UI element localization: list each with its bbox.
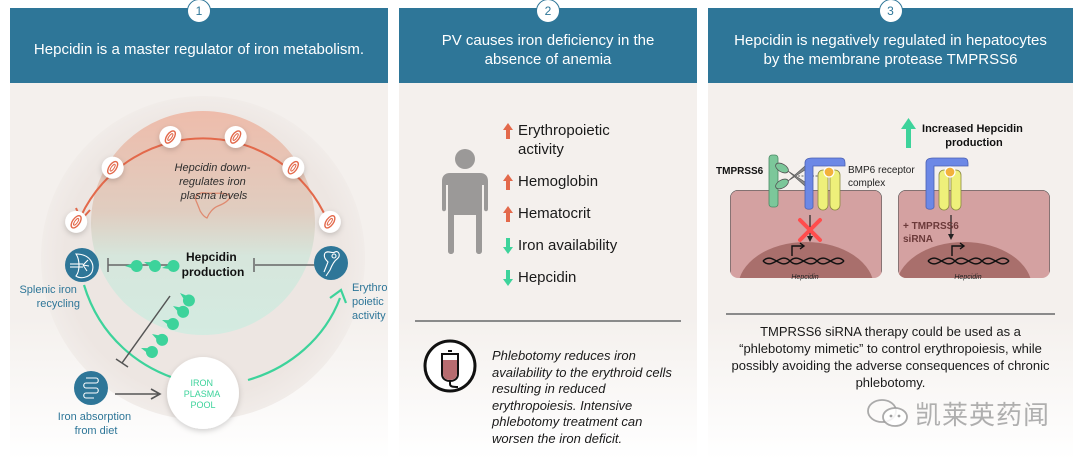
arrow-down-icon	[503, 238, 513, 254]
condition-label: Erythropoietic activity	[518, 122, 610, 158]
arrow-up-icon	[503, 206, 513, 222]
sirna-label: + TMPRSS6 siRNA	[903, 221, 962, 245]
step-badge: 3	[878, 0, 903, 23]
step-badge: 1	[187, 0, 211, 23]
hepcidin-molecule-icon	[125, 260, 143, 272]
erythropoietic-label: Erythro- poietic activity	[352, 282, 388, 322]
bmp6-receptor-blue	[925, 157, 969, 210]
center-note: Hepcidin down- regulates iron plasma lev…	[175, 162, 254, 202]
hepcidin-molecule-icon	[162, 318, 179, 330]
bone-marrow-icon	[323, 251, 340, 277]
watermark: 凯莱英药闻	[865, 395, 1050, 432]
hepcidin-molecule-icon	[180, 293, 195, 307]
condition-item: Hematocrit	[501, 204, 628, 223]
hepatocyte-with-sirna: Hepcidin + TMPRSS6 siRNA	[898, 157, 1050, 281]
inhibition-line-intestine	[121, 295, 171, 364]
hepcidin-production-label: Hepcidin production	[182, 250, 245, 279]
person-icon	[442, 149, 488, 254]
intestine-label: Iron absorption from diet	[58, 411, 134, 437]
green-arrowhead-icon	[329, 288, 348, 304]
blocked-x-icon	[798, 218, 822, 242]
dna-icon	[762, 242, 845, 265]
increase-arrow-icon	[901, 118, 916, 148]
nucleus	[898, 242, 1032, 278]
panel-tmprss6-regulation: Hepcidin is negatively regulated in hepa…	[708, 0, 1073, 460]
blood-bag-icon	[423, 339, 477, 393]
wechat-icon	[867, 398, 908, 427]
arrow-up-icon	[503, 174, 513, 190]
phlebotomy-note: Phlebotomy reduces iron availability to …	[492, 348, 672, 446]
arrow-up-icon	[503, 123, 513, 139]
tmprss6-diagram: Hepcidin TMPRSS6 BMP6 receptor complex	[716, 118, 1050, 281]
nucleus	[738, 242, 874, 278]
red-blood-cell-icon	[65, 210, 88, 233]
red-blood-cell-icon	[318, 210, 341, 233]
hepatocyte-without-sirna: Hepcidin	[730, 154, 882, 281]
panel-hepcidin-master-regulator: Hepcidin is a master regulator of iron m…	[10, 0, 388, 460]
panel-title: Hepcidin is negatively regulated in hepa…	[734, 31, 1047, 68]
condition-item: Hepcidin	[501, 268, 628, 287]
panel-pv-iron-deficiency: PV causes iron deficiency in the absence…	[399, 0, 697, 460]
condition-label: Hemoglobin	[518, 173, 599, 190]
hepcidin-molecule-icon	[173, 305, 190, 318]
red-blood-cell-icon	[159, 126, 182, 149]
red-blood-cell-icon	[282, 156, 305, 179]
condition-item: Hemoglobin	[501, 172, 628, 191]
bmp6-receptor-label: BMP6 receptor complex	[848, 165, 917, 189]
liver-icon	[194, 192, 231, 219]
step-badge: 2	[536, 0, 560, 23]
bmp6-receptor-blue	[804, 157, 846, 210]
red-cell-arc	[80, 137, 332, 231]
condition-label: Iron availability	[518, 237, 618, 254]
iron-plasma-pool: IRON PLASMA POOL	[167, 357, 239, 429]
inner-disc	[91, 111, 315, 335]
condition-item: Iron availability	[501, 236, 628, 255]
red-blood-cells	[65, 126, 341, 233]
scissors-icon	[775, 162, 809, 190]
gene-label: Hepcidin	[954, 274, 981, 281]
condition-item: Erythropoietic activity	[501, 121, 628, 159]
bmp6-ligand	[944, 166, 956, 178]
red-blood-cell-icon	[224, 126, 247, 149]
bmp6-ligand	[823, 166, 835, 178]
divider	[726, 313, 1055, 315]
bone-marrow-node	[314, 246, 348, 280]
iron-cycle-diagram: Hepcidin down- regulates iron plasma lev…	[19, 96, 388, 437]
spleen-node	[65, 248, 99, 282]
increased-hepcidin-label: Increased Hepcidin production	[922, 123, 1026, 149]
panel-title: PV causes iron deficiency in the absence…	[441, 31, 655, 68]
svg-text:IRON PLASMA PO: IRON PLASMA POOL	[184, 378, 223, 410]
therapy-caption: TMPRSS6 siRNA therapy could be used as a…	[731, 324, 1050, 390]
hepcidin-molecule-icon	[144, 260, 161, 272]
hepcidin-molecule-icon	[152, 333, 169, 346]
panel-title: Hepcidin is a master regulator of iron m…	[33, 41, 365, 58]
red-blood-cell-icon	[101, 156, 124, 179]
green-arc-left	[82, 284, 181, 382]
hepcidin-molecule-icon	[162, 259, 180, 272]
intestine-node	[74, 371, 108, 405]
dna-icon	[927, 242, 1010, 265]
tmprss6-label: TMPRSS6	[716, 166, 764, 177]
condition-label: Hepcidin	[518, 269, 577, 286]
arrow-down-icon	[503, 270, 513, 286]
hepcidin-molecule-icon	[141, 346, 158, 358]
panel-body	[399, 83, 697, 460]
intestine-icon	[83, 377, 99, 399]
panel-header: Hepcidin is negatively regulated in hepa…	[708, 8, 1073, 83]
spleen-label: Splenic iron recycling	[19, 284, 80, 310]
tmprss6-protein	[768, 154, 779, 208]
condition-label: Hematocrit	[518, 205, 591, 222]
green-arc-right	[247, 297, 342, 382]
gene-label: Hepcidin	[791, 274, 818, 281]
hepcidin-molecules	[125, 259, 195, 358]
divider	[415, 320, 681, 322]
watermark-text: 凯莱英药闻	[915, 401, 1051, 431]
spleen-icon	[70, 253, 94, 279]
